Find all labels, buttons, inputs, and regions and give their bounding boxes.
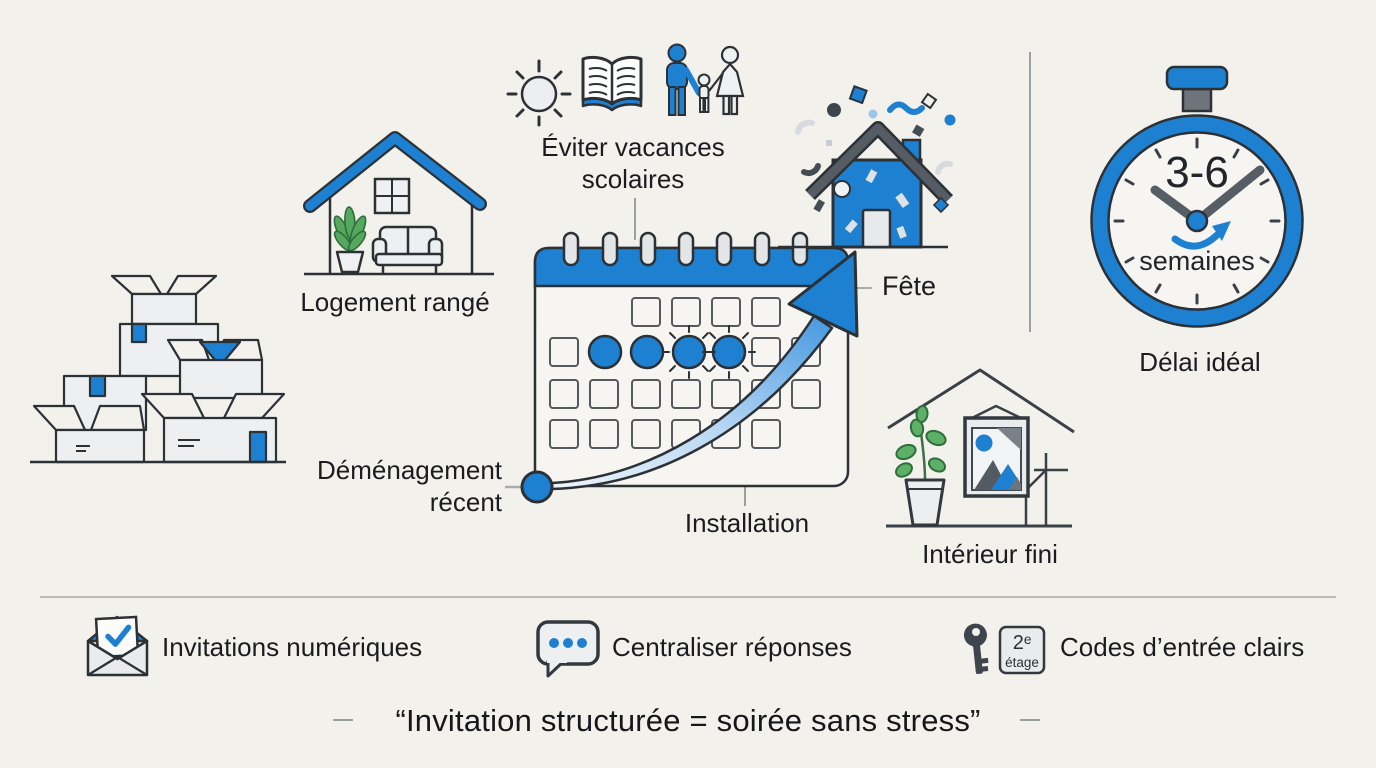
hand-long <box>1192 165 1265 226</box>
start-dot <box>520 470 554 504</box>
installation-label: Installation <box>684 508 810 538</box>
plant-icon <box>895 405 947 527</box>
plant-icon <box>333 206 367 274</box>
arrowhead <box>787 250 859 338</box>
sofa-icon <box>371 225 444 273</box>
stopwatch-icon: 3-6 semaines <box>1090 65 1304 328</box>
ideal-delay-label: Délai idéal <box>1139 347 1261 377</box>
weeks-value: 3-6 <box>1165 148 1229 197</box>
home-label: Logement rangé <box>300 287 490 317</box>
quote-text: “Invitation structurée = soirée sans str… <box>395 703 981 738</box>
chat-dots-icon <box>536 620 600 678</box>
finished-interior-icon <box>886 368 1075 528</box>
vertical-divider <box>1029 52 1031 332</box>
bottom-divider <box>40 596 1336 598</box>
picture-frame-icon <box>963 404 1030 498</box>
lamp-icon <box>1024 453 1068 526</box>
rotate-arrow <box>1171 231 1221 250</box>
floor-badge-word: étage <box>1005 655 1039 670</box>
moving-boxes-icon <box>30 274 286 464</box>
book-icon <box>581 55 643 112</box>
feature-label-codes: Codes d’entrée clairs <box>1060 632 1305 662</box>
confetti <box>795 85 956 214</box>
weeks-unit: semaines <box>1139 246 1255 276</box>
quote-dash-left <box>333 719 353 721</box>
holidays-note-line1: Éviter vacances <box>541 132 725 162</box>
floor-badge-number: 2ᵉ <box>1013 632 1032 654</box>
feature-label-invitations: Invitations numériques <box>162 632 423 662</box>
party-label: Fête <box>882 271 937 301</box>
note-connector-line <box>634 198 636 240</box>
feature-label-responses: Centraliser réponses <box>612 632 852 662</box>
sun-icon <box>506 59 572 127</box>
party-house-icon <box>778 85 956 249</box>
interior-label: Intérieur fini <box>922 539 1058 569</box>
growth-arrow-icon <box>505 250 859 504</box>
family-icon <box>666 43 745 116</box>
recent-move-label: Déménagement récent <box>317 455 502 517</box>
envelope-check-icon <box>86 615 149 677</box>
tidy-home-icon <box>303 131 494 276</box>
party-dash <box>854 287 872 289</box>
quote-dash-right <box>1020 719 1040 721</box>
floor-badge: 2ᵉ étage <box>998 625 1046 675</box>
confetti <box>844 169 910 239</box>
holidays-note-line2: scolaires <box>581 164 685 194</box>
key-icon: 2ᵉ étage <box>963 623 1046 675</box>
holidays-note: Éviter vacances scolaires <box>500 131 766 195</box>
key-shape <box>963 623 989 675</box>
tick-marks <box>1113 137 1281 305</box>
